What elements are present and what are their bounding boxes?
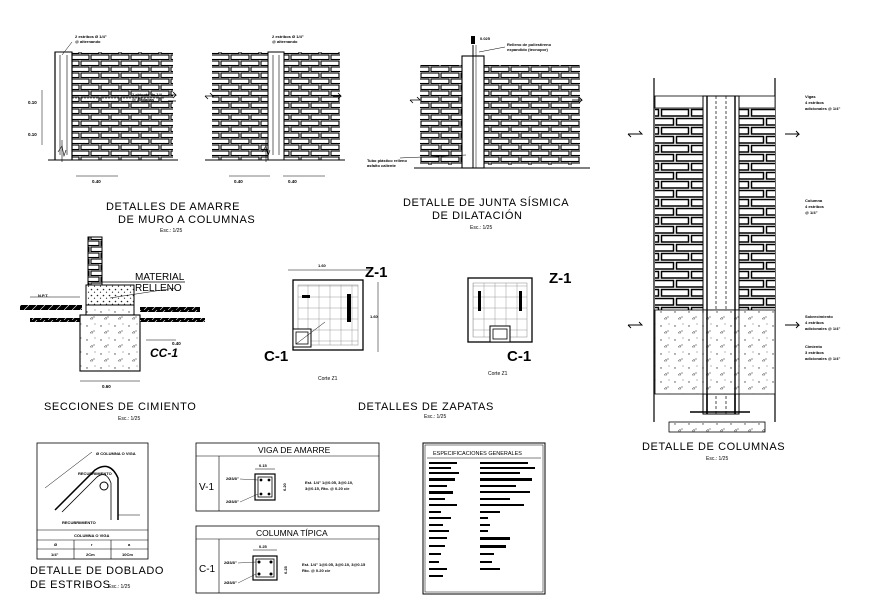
junta-title-2: DE DILATACIÓN (432, 209, 523, 222)
amarre-scale: Esc.: 1/25 (160, 228, 182, 234)
zapata2-caption: Corte Z1 (488, 371, 508, 377)
especificaciones-box: ESPECIFICACIONES GENERALES (422, 442, 546, 595)
zapatas-title: DETALLES DE ZAPATAS (358, 401, 494, 413)
amarre-title-1: DETALLES DE AMARRE (106, 201, 240, 213)
amarre-detail: 2 estribos Ø 1/4" @ alternando 1 chicote… (28, 34, 345, 234)
doblado-label-rec: RECUBRIMIENTO (78, 471, 112, 476)
zapatas-detail: 1.60 1.60 Z-1 C-1 Corte Z1 Z-1 C-1 Corte… (264, 263, 572, 420)
amarre-note-top2: @ alternando (75, 39, 101, 44)
doblado-title-2: DE ESTRIBOS (30, 579, 111, 591)
viga-spec2: 3@0.15, Rto. @ 0.20 c/e (305, 486, 350, 491)
cimiento-dim-width: 0.60 (102, 384, 111, 389)
junta-dim-top: 0.025 (480, 36, 491, 41)
columnas-note3: Sobrecimiento (805, 314, 833, 319)
zapata1-caption: Corte Z1 (318, 376, 338, 382)
amarre-note-side: 1 chicote de 1/4 (132, 92, 163, 97)
cimiento-title: SECCIONES DE CIMIENTO (44, 401, 196, 413)
columna-dim-w: 0.25 (259, 544, 268, 549)
amarre-wall-left (41, 51, 178, 162)
amarre-dim-h1: 0.10 (28, 100, 37, 105)
cimiento-label-npt: N.P.T. (38, 293, 48, 298)
columnas-detail: Vigas 4 estribos adicionales @ 1/4" Colu… (627, 78, 840, 462)
columnas-note3b: 4 estribos (805, 320, 825, 325)
cimiento-scale: Esc.: 1/25 (118, 416, 140, 422)
viga-dim-w: 0.15 (259, 463, 268, 468)
amarre-dim-b1: 0.40 (92, 179, 101, 184)
amarre-wall-right (204, 51, 345, 162)
cimiento-dim-ftg: 0.40 (172, 341, 181, 346)
columnas-note4b: 3 estribos (805, 350, 825, 355)
junta-title-1: DETALLE DE JUNTA SÍSMICA (403, 196, 569, 209)
doblado-scale: Esc.: 1/25 (108, 584, 130, 590)
columna-bars-top: 2Ø3/8" (224, 560, 237, 565)
columna-table: COLUMNA TÍPICA C-1 0.25 0.25 2Ø3/8" 2Ø3/… (195, 525, 380, 594)
amarre-dim-b2: 0.40 (234, 179, 243, 184)
columnas-note1: Vigas (805, 94, 816, 99)
doblado-label-col: Ø COLUMNA O VIGA (96, 451, 136, 456)
columnas-scale: Esc.: 1/25 (706, 456, 728, 462)
columnas-note1b: 4 estribos (805, 100, 825, 105)
viga-table: VIGA DE AMARRE V-1 0.15 0.20 2Ø3/8" 2Ø3/… (195, 442, 380, 512)
zapata1-dim-side: 1.60 (370, 314, 379, 319)
cimiento-label-material: MATERIAL (135, 272, 185, 283)
doblado-td-2: 10Cm (122, 552, 133, 557)
junta-detail: 0.025 Relleno de poliestireno expandido … (367, 36, 590, 231)
zapata1-dim-top: 1.60 (318, 263, 327, 268)
viga-title: VIGA DE AMARRE (258, 445, 331, 455)
amarre-dim-b3: 0.40 (288, 179, 297, 184)
cimiento-detail: MATERIAL RELLENO N.P.T. 0.10 0.40 CC-1 0… (20, 236, 205, 422)
columna-row-label: C-1 (199, 564, 216, 575)
junta-scale: Esc.: 1/25 (470, 225, 492, 231)
doblado-th-2: a (128, 542, 131, 547)
zapata1-label: Z-1 (365, 264, 388, 281)
cimiento-section-label: CC-1 (150, 346, 178, 360)
viga-dim-h: 0.20 (282, 482, 287, 491)
cimiento-label-relleno: RELLENO (135, 283, 182, 294)
doblado-td-0: 1/4" (51, 552, 59, 557)
columna-spec: Est. 1/4" 1@0.05, 3@0.10, 3@0.15 (302, 562, 366, 567)
columna-dim-h: 0.25 (283, 565, 288, 574)
zapata2-label: Z-1 (549, 270, 572, 287)
columnas-note2b: 4 estribos (805, 204, 825, 209)
columnas-title: DETALLE DE COLUMNAS (642, 441, 785, 453)
columnas-note3c: adicionales @ 1/4" (805, 326, 840, 331)
doblado-title-1: DETALLE DE DOBLADO (30, 565, 164, 577)
doblado-th-0: Ø (54, 542, 57, 547)
amarre-note-top2-right: @ alternando (272, 39, 298, 44)
columna-bars-bot: 2Ø3/8" (224, 580, 237, 585)
columnas-note4: Cimiento (805, 344, 823, 349)
doblado-th-1: r (91, 542, 93, 547)
doblado-label-doblado: RECUBRIMIENTO (62, 520, 96, 525)
junta-note-bottom: Tubo plástico relleno (367, 158, 407, 163)
junta-note-bottom2: asfalto caliente (367, 163, 397, 168)
junta-note-top2: expandido (tecnopor) (507, 47, 549, 52)
columnas-note2: Columna (805, 198, 823, 203)
viga-bars-bot: 2Ø3/8" (226, 499, 239, 504)
amarre-note-top-right: 2 estribos Ø 1/4" (272, 34, 304, 39)
columna-spec2: Rto. @ 0.20 c/e (302, 568, 331, 573)
zapata1-col: C-1 (264, 348, 288, 365)
columnas-note2c: @ 1/4" (805, 210, 818, 215)
junta-note-top: Relleno de poliestireno (507, 42, 552, 47)
columnas-note4c: adicionales @ 1/4" (805, 356, 840, 361)
especificaciones-text-blocks (429, 462, 535, 577)
viga-row-label: V-1 (199, 482, 214, 493)
amarre-note-side2: @ 3 hiladas (132, 97, 155, 102)
amarre-dim-h2: 0.10 (28, 132, 37, 137)
doblado-td-1: 2Cm (86, 552, 95, 557)
columnas-note1c: adicionales @ 1/4" (805, 106, 840, 111)
columna-title: COLUMNA TÍPICA (256, 528, 328, 538)
amarre-note-top: 2 estribos Ø 1/4" (75, 34, 107, 39)
viga-bars-top: 2Ø3/8" (226, 476, 239, 481)
doblado-detail: Ø COLUMNA O VIGA RECUBRIMIENTO RECUBRIMI… (30, 442, 164, 591)
amarre-title-2: DE MURO A COLUMNAS (118, 214, 255, 226)
zapatas-scale: Esc.: 1/25 (424, 414, 446, 420)
viga-spec: Est. 1/4" 1@0.05, 3@0.10, (305, 480, 353, 485)
doblado-label-bottom: COLUMNA O VIGA (74, 533, 110, 538)
zapata2-col: C-1 (507, 348, 531, 365)
cimiento-dim-depth: 0.10 (172, 307, 181, 312)
especificaciones-title: ESPECIFICACIONES GENERALES (433, 451, 522, 457)
